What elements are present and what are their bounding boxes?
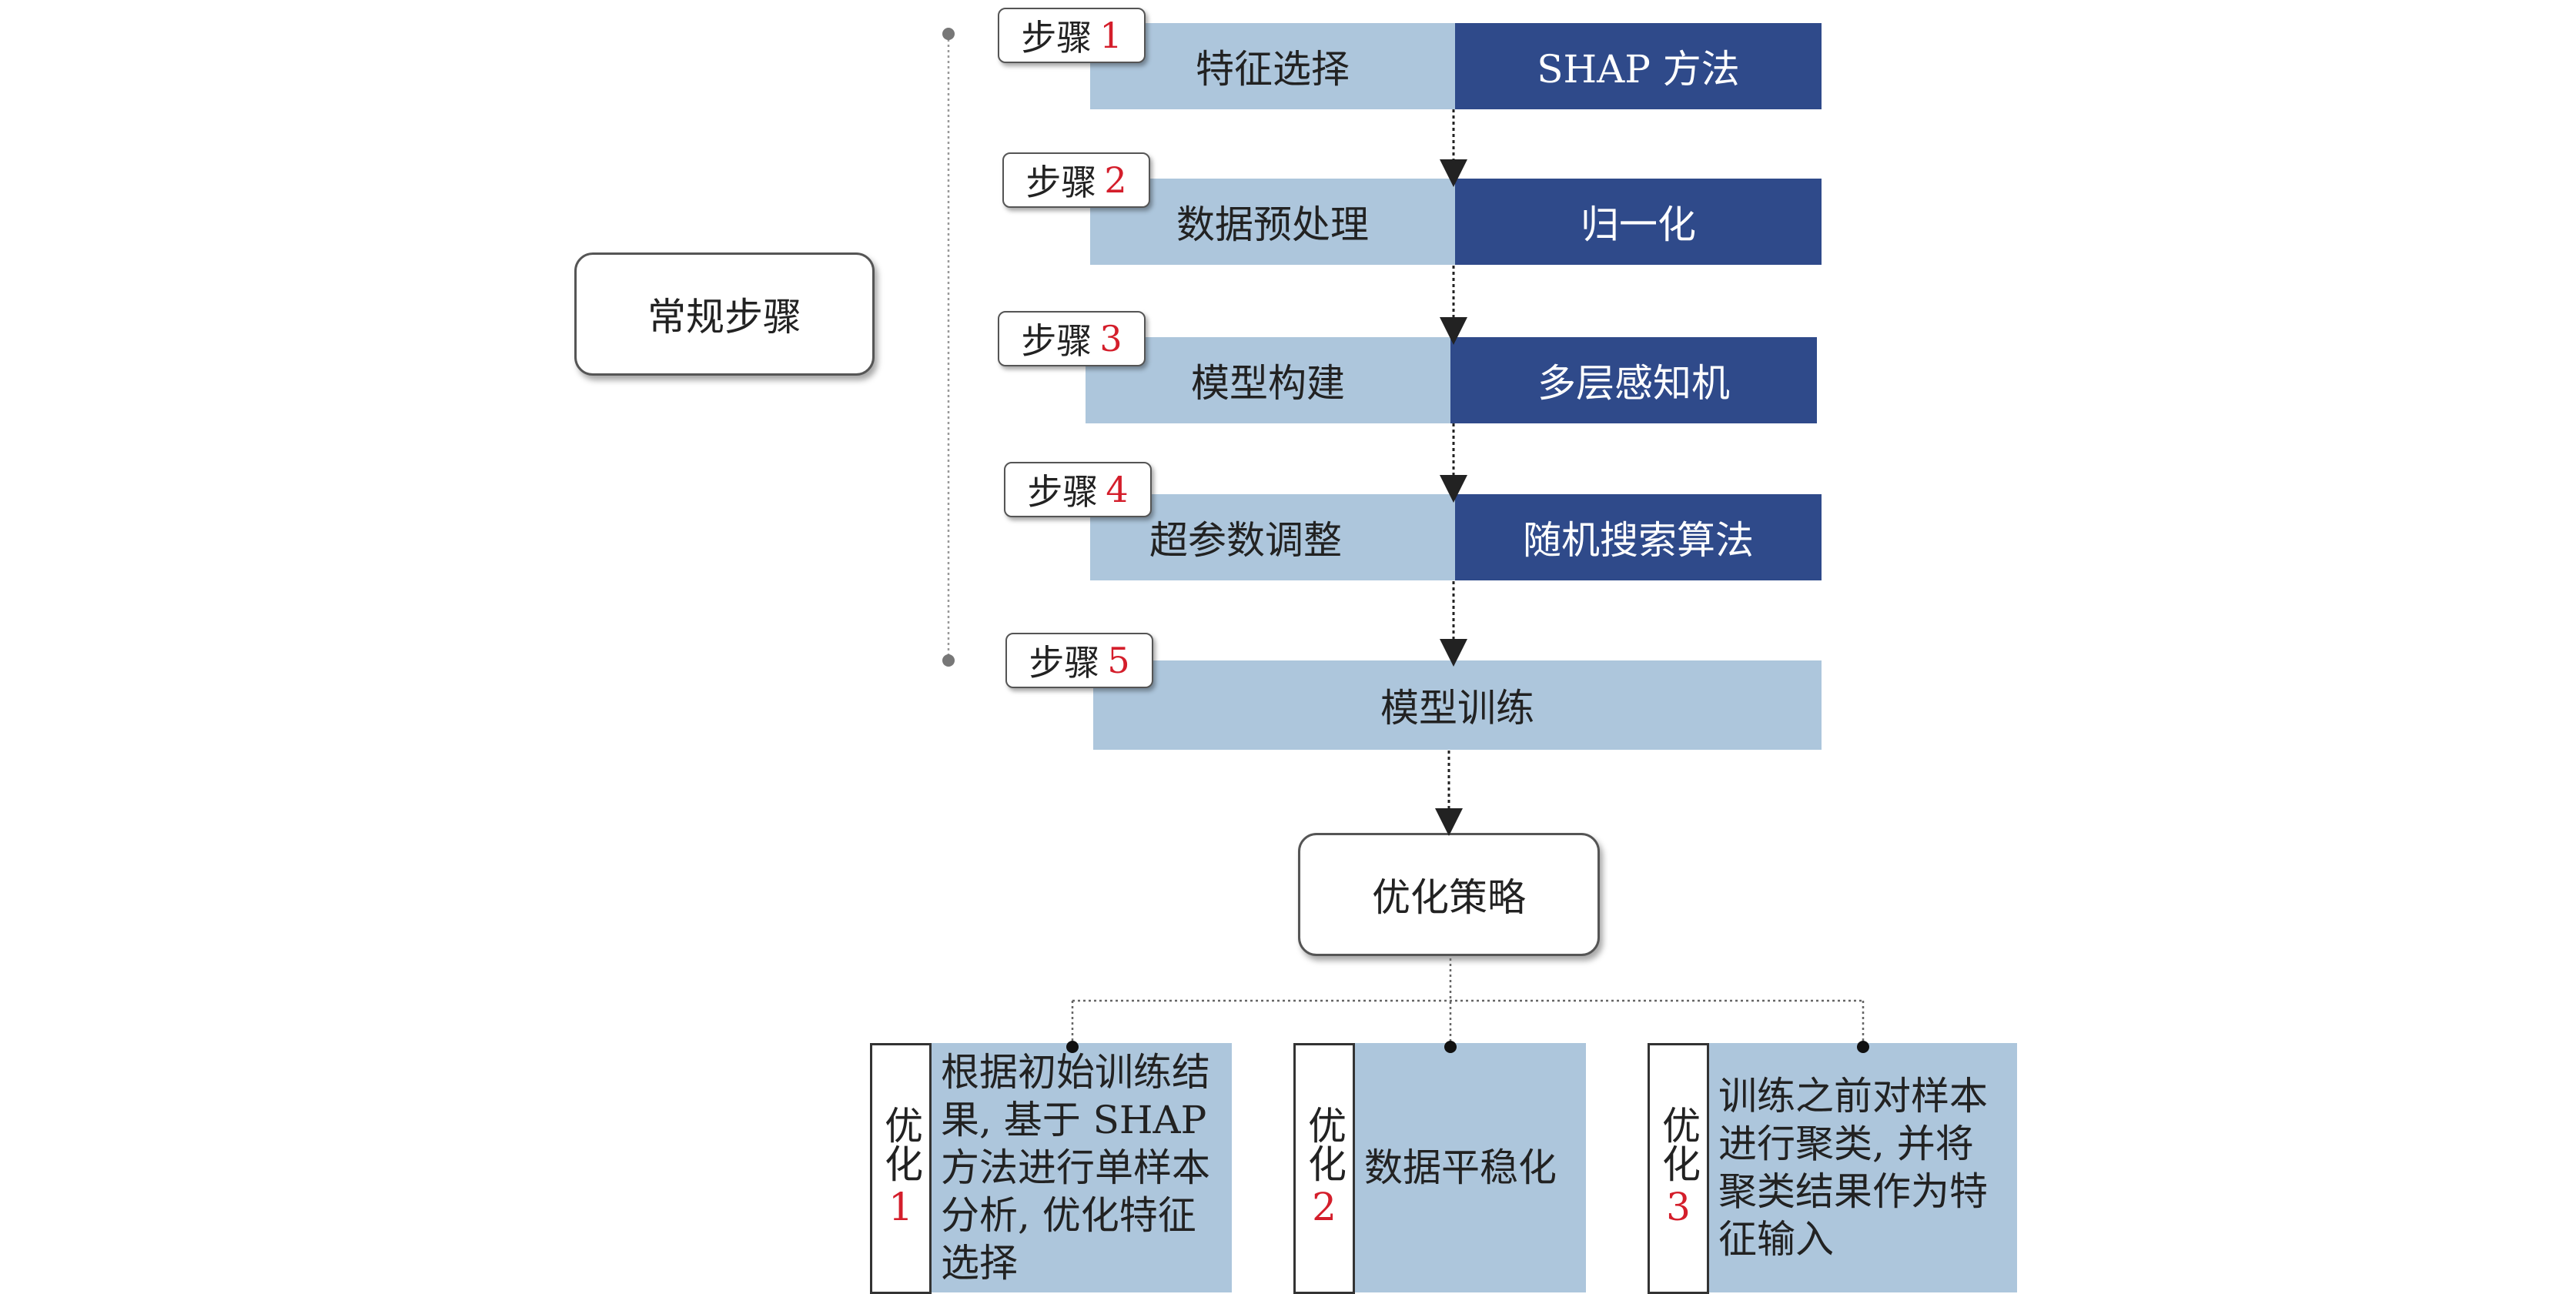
step-4-number: 4 xyxy=(1106,469,1129,510)
opt-3-number: 3 xyxy=(1666,1185,1691,1229)
opt-1-label: 优化 xyxy=(878,1105,923,1182)
step-4-prefix: 步骤 xyxy=(1027,471,1099,513)
opt-3-text: 训练之前对样本进行聚类, 并将聚类结果作为特征输入 xyxy=(1718,1074,1988,1262)
step-5-cell: 模型训练 xyxy=(1093,660,1822,750)
step-2-method-cell: 归一化 xyxy=(1455,179,1822,265)
step-2-number: 2 xyxy=(1104,159,1127,201)
step-3-name: 模型构建 xyxy=(1191,361,1345,406)
step-3-prefix: 步骤 xyxy=(1021,320,1092,362)
opt-1-text-box: 根据初始训练结果, 基于 SHAP 方法进行单样本分析, 优化特征选择 xyxy=(932,1043,1232,1292)
step-2-name: 数据预处理 xyxy=(1176,202,1369,247)
opt-2-text: 数据平稳化 xyxy=(1364,1145,1557,1190)
regular-steps-box: 常规步骤 xyxy=(574,252,875,376)
opt-1-label-box: 优化 1 xyxy=(870,1043,932,1294)
step-1-method-cell: SHAP 方法 xyxy=(1455,23,1822,109)
opt-3-label: 优化 xyxy=(1656,1105,1701,1182)
strategy-box: 优化策略 xyxy=(1298,833,1600,956)
regular-steps-label: 常规步骤 xyxy=(647,295,801,339)
step-4-name: 超参数调整 xyxy=(1149,518,1342,563)
step-1-number: 1 xyxy=(1099,15,1122,56)
step-2-name-cell: 数据预处理 xyxy=(1090,179,1455,265)
step-3-method: 多层感知机 xyxy=(1537,361,1730,406)
step-5-name: 模型训练 xyxy=(1380,686,1534,731)
strategy-label: 优化策略 xyxy=(1372,875,1526,920)
step-1-prefix: 步骤 xyxy=(1021,17,1092,59)
step-3-name-cell: 模型构建 xyxy=(1086,337,1450,423)
step-5-prefix: 步骤 xyxy=(1029,642,1100,684)
branch-dot-3 xyxy=(1857,1041,1869,1053)
step-4-method: 随机搜索算法 xyxy=(1523,518,1754,563)
opt-1-number: 1 xyxy=(888,1185,913,1229)
step-3-method-cell: 多层感知机 xyxy=(1450,337,1817,423)
step-5-number: 5 xyxy=(1107,640,1130,681)
bracket-dot-bottom xyxy=(942,654,955,667)
branch-dot-1 xyxy=(1066,1041,1079,1053)
opt-2-number: 2 xyxy=(1312,1185,1337,1229)
opt-2-text-box: 数据平稳化 xyxy=(1355,1043,1586,1292)
bracket-dot-top xyxy=(942,28,955,40)
step-1-method: SHAP 方法 xyxy=(1537,47,1740,92)
step-3-number: 3 xyxy=(1099,318,1122,359)
opt-3-text-box: 训练之前对样本进行聚类, 并将聚类结果作为特征输入 xyxy=(1709,1043,2017,1292)
opt-2-label: 优化 xyxy=(1302,1105,1347,1182)
opt-2-label-box: 优化 2 xyxy=(1293,1043,1355,1294)
step-2-method: 归一化 xyxy=(1581,202,1696,247)
opt-1-text: 根据初始训练结果, 基于 SHAP 方法进行单样本分析, 优化特征选择 xyxy=(941,1050,1210,1286)
branch-dot-2 xyxy=(1444,1041,1457,1053)
step-1-name-cell: 特征选择 xyxy=(1090,23,1455,109)
opt-3-label-box: 优化 3 xyxy=(1648,1043,1709,1294)
step-4-method-cell: 随机搜索算法 xyxy=(1455,494,1822,580)
step-1-name: 特征选择 xyxy=(1196,47,1350,92)
step-2-prefix: 步骤 xyxy=(1025,162,1097,203)
